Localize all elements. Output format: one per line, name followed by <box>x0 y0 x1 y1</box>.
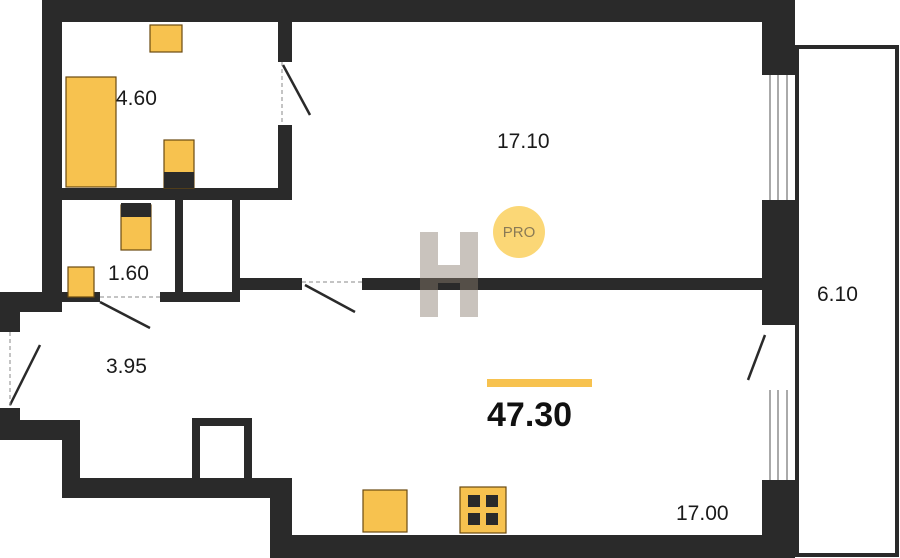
stove-icon <box>459 486 507 534</box>
shaft <box>192 418 252 486</box>
kitchen-sink-icon <box>362 489 408 533</box>
windows <box>769 75 788 480</box>
sink-icon <box>149 24 183 53</box>
walls <box>0 0 795 558</box>
room-area-balcony: 6.10 <box>817 283 858 306</box>
pro-badge: PRO <box>493 206 545 258</box>
total-area: 47.30 <box>487 396 573 434</box>
total-area-bar <box>487 379 592 387</box>
doors <box>8 64 767 406</box>
room-area-kitchen: 17.00 <box>676 502 729 525</box>
room-area-toilet: 1.60 <box>108 262 149 285</box>
balcony-outline <box>795 45 899 557</box>
bathtub-icon <box>65 76 117 188</box>
room-area-hallway: 3.95 <box>106 355 147 378</box>
watermark-logo <box>420 232 478 317</box>
room-area-bathroom: 4.60 <box>116 87 157 110</box>
room-area-living-room: 17.10 <box>497 130 550 153</box>
fixtures <box>65 24 507 534</box>
sink-icon <box>67 266 95 298</box>
